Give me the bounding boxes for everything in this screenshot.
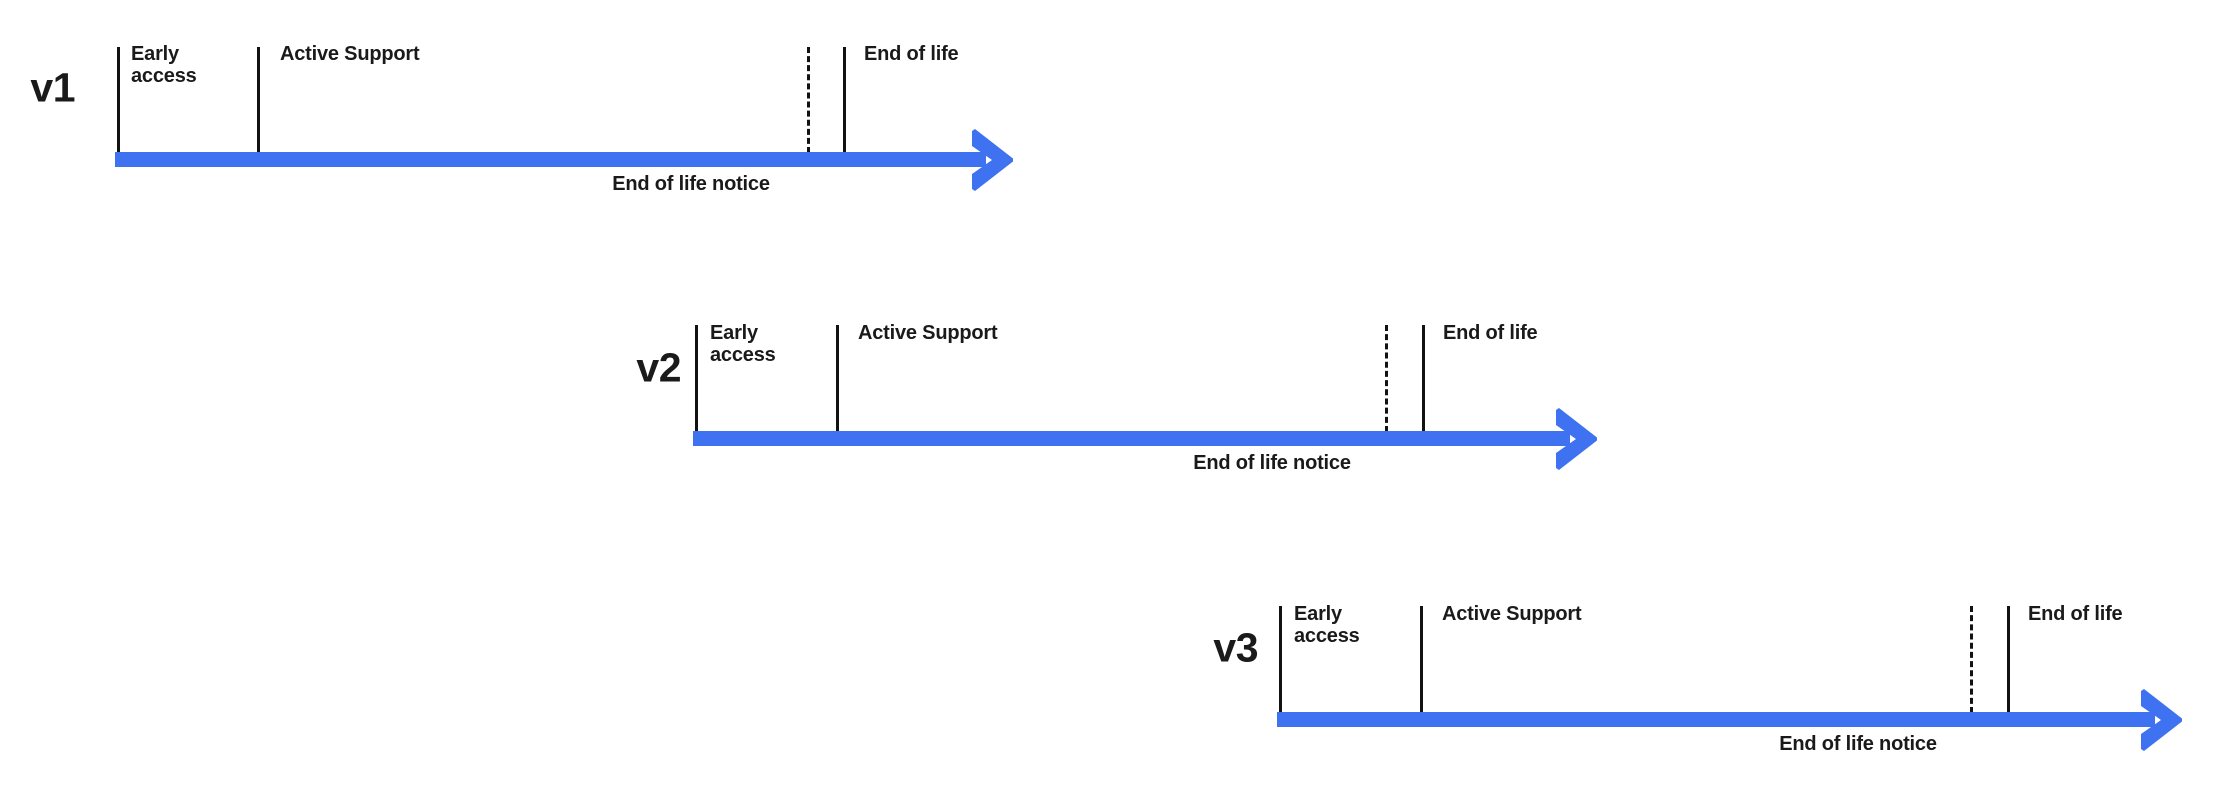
phase-divider-dashed-3 bbox=[1970, 606, 1973, 713]
phase-label-1: Early access bbox=[131, 43, 197, 88]
phase-divider-solid-4 bbox=[843, 47, 846, 153]
phase-label-3: End of life bbox=[864, 43, 959, 65]
phase-label-1: Early access bbox=[1294, 603, 1360, 648]
phase-label-3: End of life bbox=[1443, 322, 1538, 344]
phase-divider-dashed-3 bbox=[1385, 325, 1388, 432]
phase-label-1: Early access bbox=[710, 322, 776, 367]
phase-divider-solid-1 bbox=[117, 47, 120, 153]
phase-divider-solid-2 bbox=[836, 325, 839, 432]
end-of-life-notice-label: End of life notice bbox=[612, 173, 770, 195]
phase-label-2: Active Support bbox=[1442, 603, 1582, 625]
phase-divider-solid-1 bbox=[695, 325, 698, 432]
end-of-life-notice-label: End of life notice bbox=[1193, 452, 1351, 474]
timeline-bar bbox=[115, 152, 986, 167]
phase-divider-solid-4 bbox=[1422, 325, 1425, 432]
phase-divider-solid-4 bbox=[2007, 606, 2010, 713]
phase-divider-solid-2 bbox=[1420, 606, 1423, 713]
phase-label-2: Active Support bbox=[280, 43, 420, 65]
end-of-life-notice-label: End of life notice bbox=[1779, 733, 1937, 755]
phase-divider-dashed-3 bbox=[807, 47, 810, 153]
phase-label-3: End of life bbox=[2028, 603, 2123, 625]
phase-divider-solid-1 bbox=[1279, 606, 1282, 713]
timeline-bar bbox=[1277, 712, 2155, 727]
version-label-v3: v3 bbox=[1213, 624, 1258, 671]
version-label-v1: v1 bbox=[30, 64, 75, 111]
phase-divider-solid-2 bbox=[257, 47, 260, 153]
timeline-bar bbox=[693, 431, 1570, 446]
phase-label-2: Active Support bbox=[858, 322, 998, 344]
version-label-v2: v2 bbox=[636, 344, 681, 391]
